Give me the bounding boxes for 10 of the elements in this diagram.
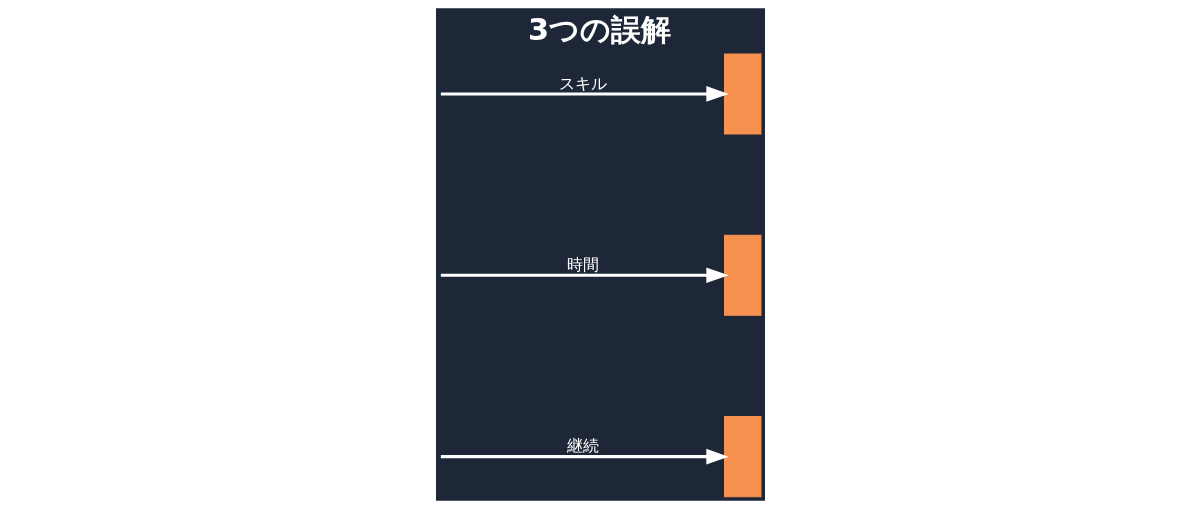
node-bar xyxy=(723,234,761,316)
node-bar xyxy=(723,416,761,498)
node-bar xyxy=(723,53,761,135)
arrow xyxy=(440,267,729,284)
edge-label: 時間 xyxy=(566,255,599,274)
arrow xyxy=(440,448,729,465)
edge-label: スキル xyxy=(558,73,607,93)
arrow xyxy=(440,86,729,102)
edge-label: 継続 xyxy=(566,436,599,456)
diagram-title: 3つの誤解 xyxy=(527,11,671,47)
